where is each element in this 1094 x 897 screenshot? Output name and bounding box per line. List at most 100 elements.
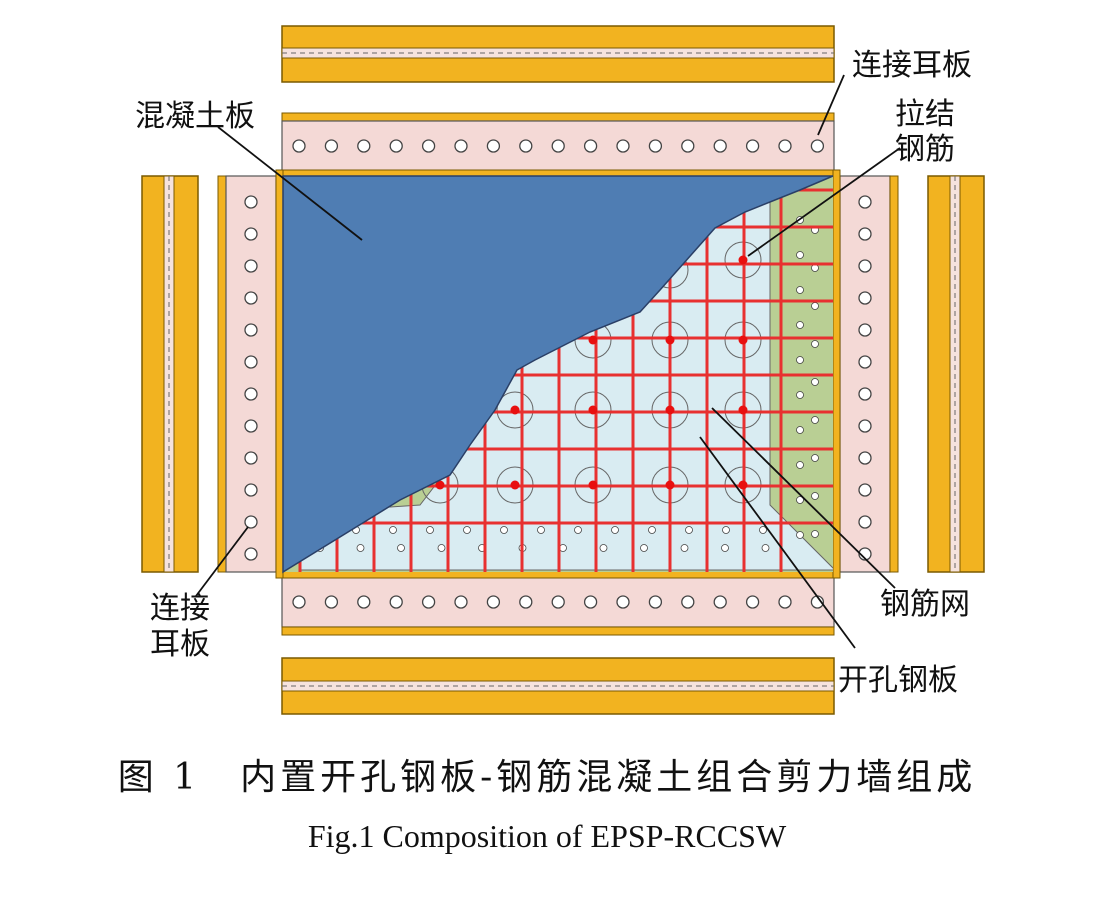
ear-plate-hole — [244, 227, 258, 241]
ear-plate-hole — [745, 595, 760, 609]
ear-plate-hole — [357, 139, 371, 153]
ear-plate-hole — [551, 139, 565, 153]
ear-plate-hole — [454, 139, 468, 153]
ear-plate-hole — [244, 387, 258, 401]
cover-plate-dot — [397, 544, 405, 552]
plate-hole — [574, 391, 612, 429]
tie-bar-dot — [510, 405, 520, 415]
tie-bar-dot — [738, 480, 748, 490]
cover-plate-dot — [796, 286, 804, 294]
ear-plate-hole — [713, 595, 727, 609]
cover-plate-dot — [426, 526, 434, 534]
tie-bar-dot — [738, 405, 748, 415]
label-concrete-slab: 混凝土板 — [135, 99, 255, 134]
cover-plate-dot — [437, 544, 446, 552]
ear-plate-hole — [681, 595, 695, 609]
ear-plate-hole — [681, 139, 695, 153]
ear-plate-hole — [324, 139, 339, 153]
tie-bar-dot — [738, 255, 748, 265]
tie-bar-dot — [435, 480, 445, 490]
leader-perforated-plate — [699, 436, 856, 649]
ear-plate-hole — [421, 595, 436, 609]
ear-plate-bottom — [281, 576, 835, 636]
cover-plate-dot — [759, 526, 767, 534]
cover-plate-dot — [640, 544, 648, 552]
leader-lines — [195, 74, 901, 649]
ear-plate-hole — [519, 139, 533, 153]
ear-plate-hole — [858, 259, 872, 273]
ear-plate-hole — [454, 595, 468, 609]
plate-hole — [496, 391, 534, 429]
ear-plate-hole — [244, 195, 258, 209]
cover-plate-dot — [811, 492, 819, 500]
ear-plate-hole — [858, 227, 872, 241]
concrete-slab — [282, 175, 834, 574]
ear-plate-hole — [324, 595, 339, 609]
wall-frame-left — [275, 169, 284, 579]
leader-ear-plate-top — [817, 74, 845, 136]
tie-bar-dot — [665, 405, 675, 415]
cover-plate-dot — [796, 426, 804, 434]
ear-plate-hole — [858, 387, 872, 401]
label-tie-bar-line2: 钢筋 — [895, 132, 955, 167]
ear-plate-hole — [745, 139, 760, 153]
ear-plate-hole — [810, 139, 825, 153]
cover-plate-dot — [796, 461, 804, 469]
cover-plate-dot — [685, 526, 693, 534]
label-ear-plate-bottom-line2: 耳板 — [150, 627, 210, 662]
ear-plate-hole — [244, 547, 258, 561]
ear-plate-hole — [551, 595, 565, 609]
ear-plate-hole — [616, 595, 630, 609]
cover-plate-dot — [811, 264, 819, 272]
label-ear-plate-bottom-line1: 连接 — [150, 591, 210, 626]
ear-plate-hole — [858, 451, 872, 465]
ear-plate-hole — [357, 595, 371, 609]
cover-plate-dot — [811, 530, 819, 538]
cover-plate-dot — [500, 526, 508, 534]
ear-plate-hole — [858, 515, 872, 529]
cover-plate-dot — [537, 526, 545, 534]
ear-plate-hole — [858, 355, 872, 369]
label-ear-plate-top: 连接耳板 — [852, 48, 972, 83]
figure-caption-zh: 图 1 内置开孔钢板-钢筋混凝土组合剪力墙组成 — [117, 757, 977, 798]
cover-plate-dot — [559, 544, 567, 552]
tie-bar-dot — [588, 335, 598, 345]
cover-plate-dot — [722, 526, 730, 534]
cover-plate-dot — [599, 544, 608, 552]
ear-plate-hole — [778, 139, 792, 153]
cover-plate-dot — [796, 496, 804, 504]
leader-rebar-mesh — [711, 407, 896, 589]
cover-plate-dot — [796, 531, 804, 539]
ear-plate-hole — [421, 139, 436, 153]
ear-plate-hole — [486, 595, 501, 609]
ear-plate-hole — [244, 515, 258, 529]
cover-plate-dot — [680, 544, 689, 552]
ear-plate-hole — [244, 291, 258, 305]
ear-plate-hole — [778, 595, 792, 609]
ear-plate-hole — [648, 595, 663, 609]
cover-plate-dot — [389, 526, 397, 534]
cover-plate-dot — [356, 544, 365, 552]
label-tie-bar-line1: 拉结 — [895, 97, 955, 132]
cover-plate-dot — [463, 526, 471, 534]
bottom-steel-flange — [281, 657, 835, 715]
cover-plate-dot — [811, 302, 819, 310]
ear-plate-hole — [244, 323, 258, 337]
cover-plate-dot — [796, 251, 804, 259]
ear-plate-hole — [519, 595, 533, 609]
wall-composition-diagram: 连接耳板 混凝土板 拉结 钢筋 连接 耳板 钢筋网 开孔钢板 — [135, 25, 985, 715]
ear-plate-hole — [244, 419, 258, 433]
ear-plate-hole — [292, 595, 306, 609]
ear-plate-hole — [858, 323, 872, 337]
tie-bars — [435, 255, 748, 490]
cover-plate-dot — [811, 340, 819, 348]
ear-plate-hole — [616, 139, 630, 153]
cover-plate-dot — [721, 544, 729, 552]
ear-plate-hole — [292, 139, 306, 153]
cover-plate-dot — [796, 356, 804, 364]
cover-plate-dot — [761, 544, 770, 552]
tie-bar-dot — [738, 335, 748, 345]
ear-plate-hole — [244, 355, 258, 369]
leader-concrete-slab — [217, 126, 363, 241]
cover-plate-dot — [811, 378, 819, 386]
